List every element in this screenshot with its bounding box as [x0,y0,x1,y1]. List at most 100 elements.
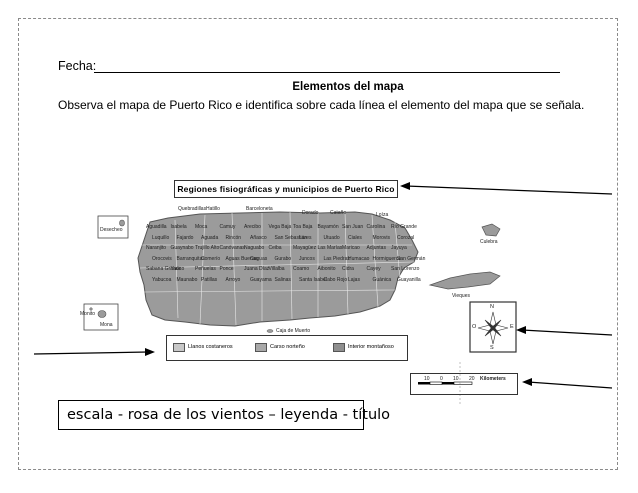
municipality-label: Cayey [366,266,381,272]
municipality-label: Toa Baja [293,224,313,230]
municipality-label: Utuado [323,234,340,241]
worksheet-heading: Elementos del mapa [292,81,404,93]
municipality-label: Barranquitas [176,255,205,262]
municipality-label: Rincón [225,234,242,241]
pointer-arrows [33,182,613,389]
municipality-label: Trujillo Alto [195,245,220,251]
instructions-text: Observa el mapa de Puerto Rico e identif… [58,98,585,112]
scale-tick: 20 [469,376,475,382]
vieques-island [428,271,501,290]
municipality-label: Comerío [201,255,221,262]
legend-label: Carso norteño [270,344,305,350]
municipality-label: Aguadilla [146,224,167,230]
municipality-label: Aguas Buenas [225,255,259,262]
municipality-boundaries [139,211,415,326]
municipality-label: Santa Isabel [299,276,327,283]
caja-de-muerto-island [266,329,274,333]
municipality-label: Las Marías [317,245,343,251]
legend-item: Llanos costaneros [173,342,233,352]
compass-s: S [490,345,494,351]
municipality-label: Juncos [299,255,315,262]
scale-bar [418,362,473,405]
municipality-label: Corozal [397,234,415,241]
municipality-label: Luquillo [152,234,170,241]
municipality-label: Aguada [201,234,219,241]
municipality-label: Hormigueros [372,255,402,262]
municipality-label: San Juan [342,224,364,230]
municipality-label: Villalba [268,266,285,272]
municipality-label: Aibonito [317,266,336,272]
arrow-title [405,185,561,193]
municipality-label: Cidra [342,266,354,272]
municipality-label: Añasco [250,234,267,241]
legend-item: Carso norteño [255,342,305,352]
compass-o: O [472,324,477,330]
municipality-label: Fajardo [176,234,194,241]
municipality-label: Moca [195,224,208,230]
answer-bank: escala - rosa de los vientos – leyenda -… [58,400,390,430]
municipality-label: Humacao [348,255,370,262]
coastal-label: Hatillo [206,206,220,212]
municipality-label: Coamo [293,266,310,272]
arrow-scale-head [522,378,532,386]
compass-n: N [490,304,494,310]
municipality-label: Patillas [201,276,218,283]
municipality-label: San Sebastián [274,234,308,241]
municipality-label: Arroyo [225,276,241,283]
map-legend: Llanos costaneros Carso norteño Interior… [166,335,408,361]
scale-tick: 0 [440,376,443,382]
municipality-label: Naguabo [244,245,265,251]
municipality-label: Peñuelas [195,266,216,272]
date-label: Fecha: [58,59,97,73]
arrow-legend-head [145,348,155,356]
municipality-label: Guaynabo [170,245,194,251]
coastal-label: Cataño [330,210,347,216]
municipality-label: Camuy [219,224,236,230]
desecheo-island [119,219,125,227]
island-label: Culebra [480,239,498,245]
main-island-shape [137,211,419,327]
municipality-label: Río Grande [391,224,417,230]
arrow-compass-head [516,326,526,334]
worksheet-frame [18,18,618,470]
coastal-label: Dorado [302,210,319,216]
municipality-label: Caguas [250,255,268,262]
title-answer-line [559,191,613,195]
municipality-label: Guánica [372,276,392,283]
island-label: Vieques [452,293,470,299]
legend-swatch [333,342,345,352]
coastal-label: Loíza [376,212,389,218]
island-label: Desecheo [100,227,123,233]
municipality-label: Yabucoa [152,276,172,283]
scale-tick: 10 [453,376,459,382]
municipality-label: Ponce [219,266,234,272]
municipality-label: Lares [299,234,312,241]
legend-label: Interior montañoso [348,344,394,350]
compass-rose-icon [477,311,509,345]
municipality-label: Bayamón [317,224,339,230]
map-title-box: Regiones fisiográficas y municipios de P… [174,180,398,198]
municipality-label: Isabela [170,224,187,230]
municipality-label: Salinas [274,276,291,283]
municipality-label: Gurabo [274,255,292,262]
island-label: Monito [80,311,96,317]
legend-swatch [173,342,185,352]
date-answer-line[interactable] [94,72,560,73]
arrow-compass [521,329,613,336]
municipality-label: Carolina [366,224,386,230]
arrow-legend [33,351,149,355]
coastal-label: Quebradillas [178,206,207,212]
municipality-label: Juana Díaz [244,266,270,272]
municipality-label: Sabana Grande [146,266,182,272]
compass-e: E [510,324,514,330]
municipality-label: Lajas [348,276,360,283]
municipality-label: Guayanilla [397,276,421,283]
municipality-label: Jayuya [391,245,407,251]
island-label: Caja de Muerto [276,328,311,334]
municipality-label: Ceiba [268,245,282,251]
municipality-label: Arecibo [244,224,261,230]
municipality-label: Maunabo [176,276,198,283]
legend-swatch [255,342,267,352]
municipality-label: Morovis [372,234,391,241]
